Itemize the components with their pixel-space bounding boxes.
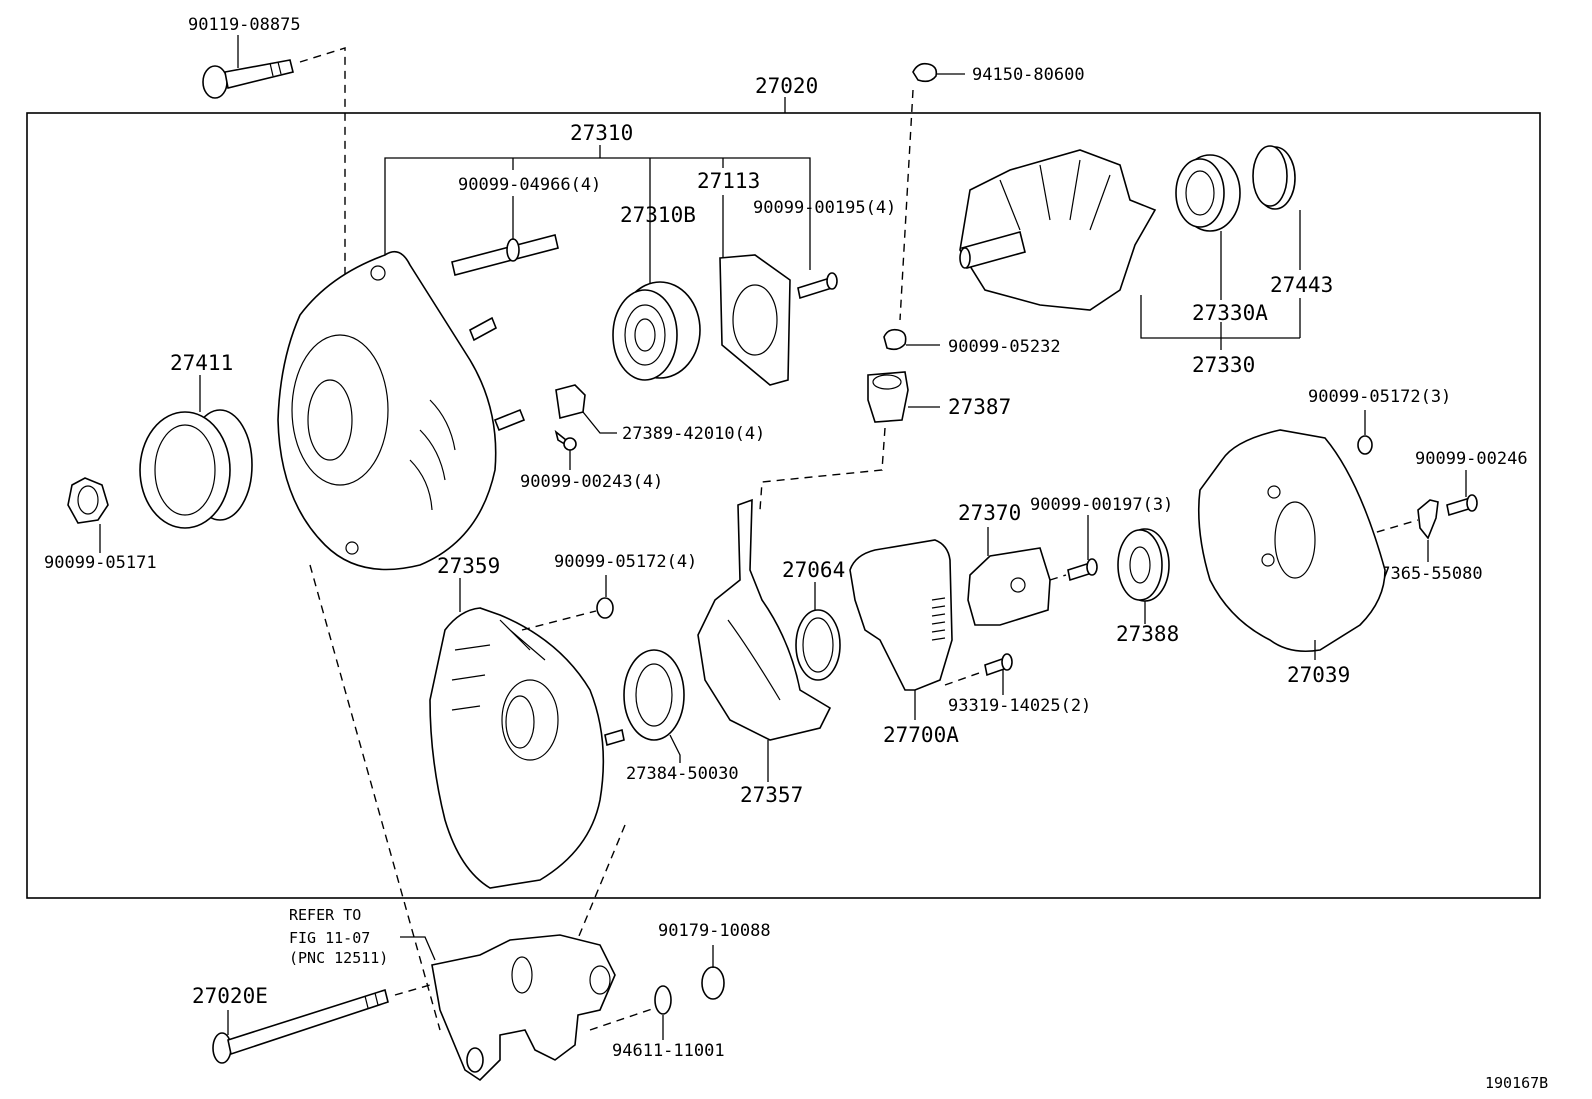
label-27443[interactable]: 27443 [1270, 273, 1333, 297]
label-27113[interactable]: 27113 [697, 169, 760, 193]
label-90099-00246[interactable]: 90099-00246 [1415, 449, 1528, 469]
label-93319-14025[interactable]: 93319-14025(2) [948, 696, 1091, 716]
terminal-plate-27365-55080[interactable] [1417, 499, 1439, 540]
label-94150-80600[interactable]: 94150-80600 [972, 65, 1085, 85]
label-27365-55080[interactable]: 27365-55080 [1370, 564, 1483, 584]
bolt-90119-08875[interactable] [202, 59, 294, 99]
bearing-27330A[interactable] [1175, 154, 1241, 232]
label-90119-08875[interactable]: 90119-08875 [188, 15, 301, 35]
nut-90099-05172-4[interactable] [596, 597, 614, 619]
brush-holder-27370[interactable] [967, 547, 1051, 626]
screw-90099-00197[interactable] [1067, 558, 1098, 582]
nut-90099-05171[interactable] [67, 477, 109, 524]
label-27700A[interactable]: 27700A [883, 723, 959, 747]
label-90099-05172-3[interactable]: 90099-05172(3) [1308, 387, 1451, 407]
label-27384-50030[interactable]: 27384-50030 [626, 764, 739, 784]
bearing-cover-27443[interactable] [1252, 145, 1296, 210]
bearing-27310B[interactable] [612, 281, 701, 381]
label-27370[interactable]: 27370 [958, 501, 1021, 525]
note-line1: REFER TO [289, 906, 361, 924]
label-27387[interactable]: 27387 [948, 395, 1011, 419]
label-90179-10088[interactable]: 90179-10088 [658, 921, 771, 941]
washer-27384-50030[interactable] [623, 649, 685, 741]
figure-id: 190167B [1485, 1074, 1548, 1092]
label-27039[interactable]: 27039 [1287, 663, 1350, 687]
screw-90099-00243[interactable] [554, 429, 577, 451]
rectifier-end-frame-27359[interactable] [429, 607, 625, 889]
pulley-27411[interactable] [139, 409, 253, 529]
label-90099-00195[interactable]: 90099-00195(4) [753, 198, 896, 218]
bracket-27310 [384, 157, 811, 270]
label-27020E[interactable]: 27020E [192, 984, 268, 1008]
label-90099-00243[interactable]: 90099-00243(4) [520, 472, 663, 492]
stud-90099-04966[interactable] [451, 234, 559, 276]
label-90099-05232[interactable]: 90099-05232 [948, 337, 1061, 357]
note-line2[interactable]: FIG 11-07 [289, 929, 370, 947]
label-90099-05172-4[interactable]: 90099-05172(4) [554, 552, 697, 572]
nut-90099-05232[interactable] [883, 328, 907, 351]
washer-27064[interactable] [795, 609, 841, 681]
label-27330[interactable]: 27330 [1192, 353, 1255, 377]
voltage-regulator-27700A[interactable] [849, 539, 953, 691]
label-90099-05171[interactable]: 90099-05171 [44, 553, 157, 573]
screw-93319-14025[interactable] [984, 653, 1013, 677]
label-27357[interactable]: 27357 [740, 783, 803, 807]
label-27359[interactable]: 27359 [437, 554, 500, 578]
dash-27387 [759, 427, 886, 511]
dash-90119 [299, 47, 346, 290]
label-27020[interactable]: 27020 [755, 74, 818, 98]
nut-90179-10088[interactable] [701, 966, 725, 1000]
screw-90099-00195[interactable] [797, 272, 838, 300]
label-90099-04966[interactable]: 90099-04966(4) [458, 175, 601, 195]
dash-94150 [899, 89, 914, 321]
label-27388[interactable]: 27388 [1116, 622, 1179, 646]
rectifier-27357[interactable] [697, 498, 832, 741]
bolt-27020E[interactable] [212, 988, 389, 1064]
rotor-27330[interactable] [959, 149, 1157, 311]
label-27330A[interactable]: 27330A [1192, 301, 1268, 325]
note-line3: (PNC 12511) [289, 949, 388, 967]
label-27310B[interactable]: 27310B [620, 203, 696, 227]
terminal-insulator-27387[interactable] [867, 371, 909, 423]
rear-end-cover-27039[interactable] [1198, 429, 1386, 653]
label-27064[interactable]: 27064 [782, 558, 845, 582]
washer-94611-11001[interactable] [654, 985, 672, 1015]
label-94611-11001[interactable]: 94611-11001 [612, 1041, 725, 1061]
seal-27388[interactable] [1117, 528, 1170, 602]
drive-end-frame-27310[interactable] [277, 250, 526, 571]
bracket-27330 [1140, 295, 1300, 339]
nut-90099-05172-3[interactable] [1357, 435, 1373, 455]
label-27310[interactable]: 27310 [570, 121, 633, 145]
mounting-bracket-ref[interactable] [431, 934, 616, 1082]
assembly-frame-27020 [26, 112, 1541, 899]
label-90099-00197[interactable]: 90099-00197(3) [1030, 495, 1173, 515]
nut-94150-80600[interactable] [912, 62, 938, 83]
insulator-27389-42010[interactable] [555, 384, 586, 420]
label-27389-42010[interactable]: 27389-42010(4) [622, 424, 765, 444]
label-27411[interactable]: 27411 [170, 351, 233, 375]
screw-90099-00246[interactable] [1446, 494, 1478, 517]
retainer-plate-27113[interactable] [719, 254, 791, 386]
